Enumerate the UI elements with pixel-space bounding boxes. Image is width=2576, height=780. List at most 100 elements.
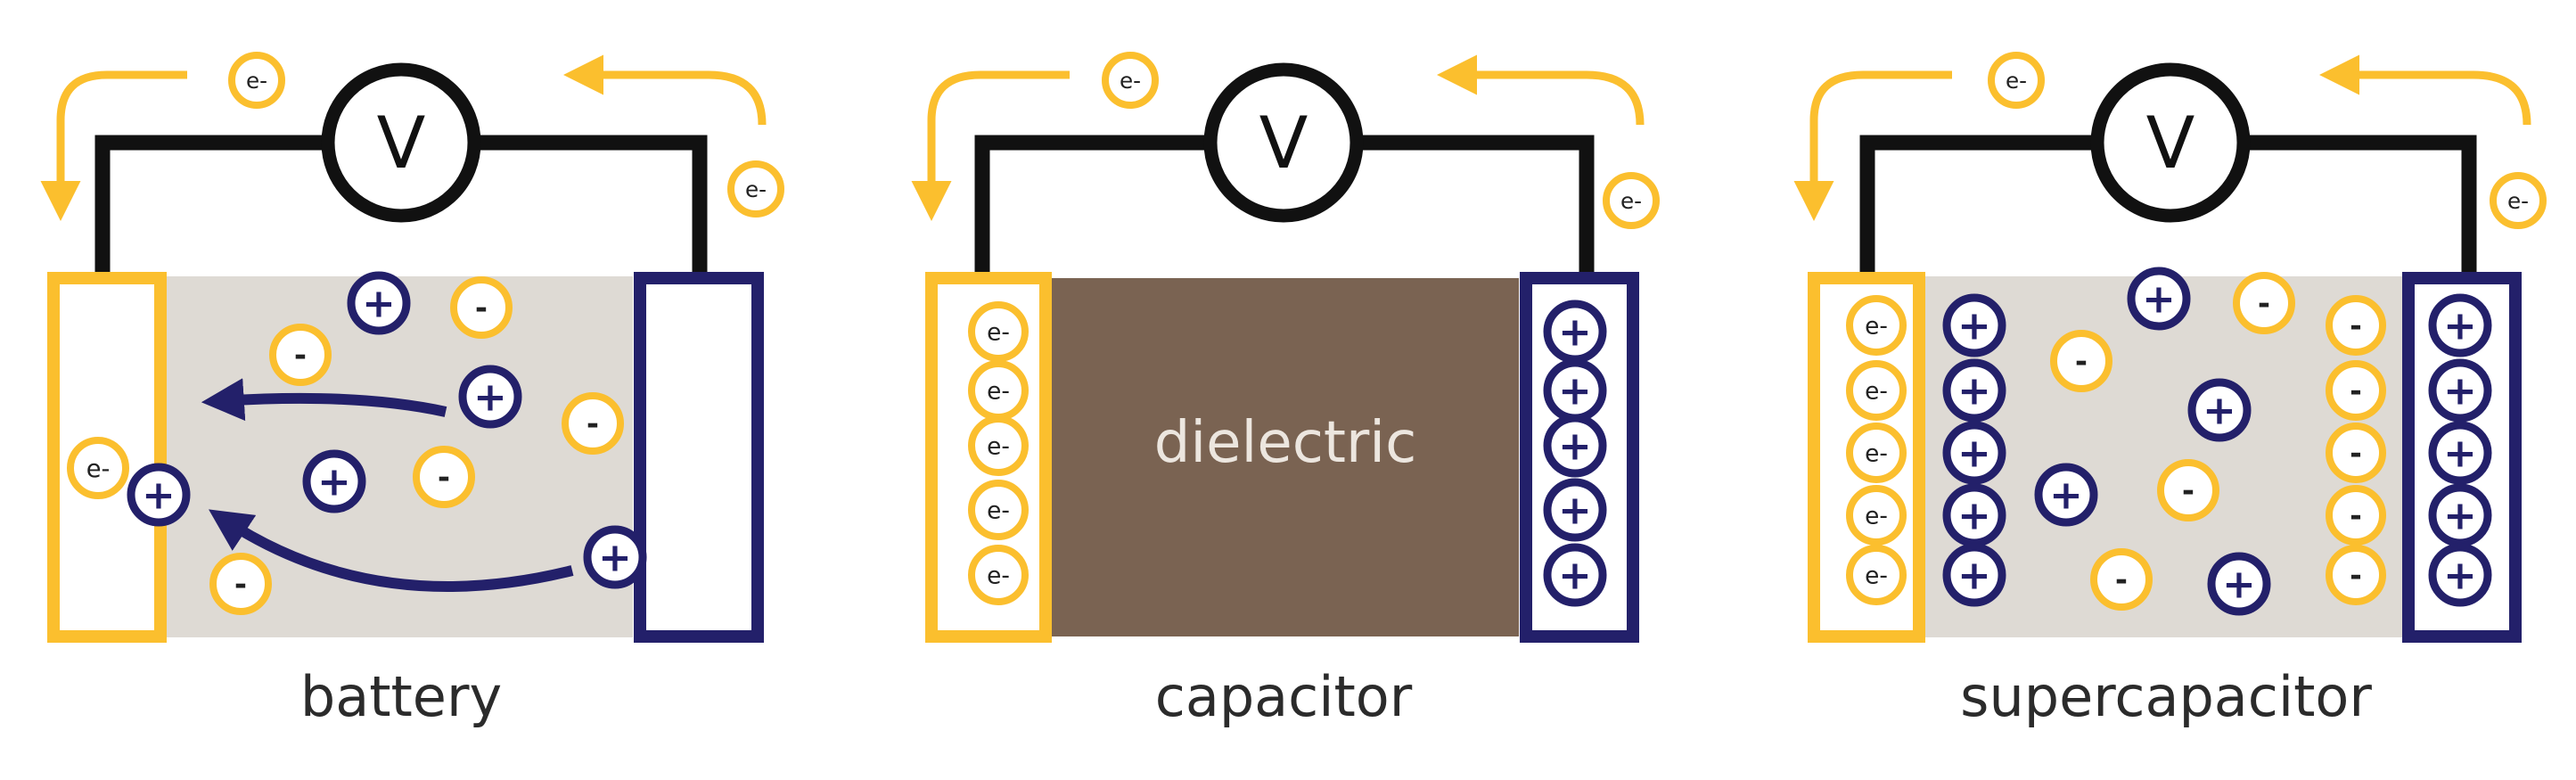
svg-text:-: - <box>2350 308 2362 342</box>
anion: - <box>269 324 332 386</box>
electrode-cation: + <box>2428 483 2492 547</box>
cation: + <box>2034 463 2098 527</box>
battery-voltmeter <box>321 62 481 223</box>
battery-particles: +--+-e-++--+ <box>67 271 647 615</box>
plate-electron: e- <box>968 545 1029 605</box>
plate-electron: e- <box>968 480 1029 540</box>
electrode-electron: e- <box>1846 545 1907 605</box>
circuit-electron: e- <box>228 52 285 109</box>
svg-text:e-: e- <box>2006 68 2027 94</box>
svg-text:-: - <box>2258 286 2270 322</box>
capacitor-panel: V dielectric e- + e- + e- + e- + e- + <box>911 54 1645 643</box>
svg-text:e-: e- <box>2507 188 2529 214</box>
capacitor-electron-flow-arrow-left <box>911 70 1070 221</box>
cation: + <box>347 271 411 335</box>
dielectric-label: dielectric <box>1154 410 1417 476</box>
anion: - <box>2157 459 2219 521</box>
adsorbed-cation: + <box>1942 293 2006 357</box>
svg-text:+: + <box>2443 430 2477 477</box>
svg-text:+: + <box>1558 308 1592 356</box>
svg-text:-: - <box>438 460 450 496</box>
capacitor-particles: e- + e- + e- + e- + e- + <box>968 300 1607 607</box>
supercapacitor-voltmeter <box>2090 62 2251 223</box>
svg-text:+: + <box>598 534 632 581</box>
circuit-electron: e- <box>1988 52 2045 109</box>
svg-text:-: - <box>294 338 307 374</box>
circuit-electron: e- <box>2490 172 2547 229</box>
anion: - <box>209 553 272 615</box>
svg-text:+: + <box>1558 487 1592 534</box>
plate-cation: + <box>1543 414 1607 478</box>
plate-cation: + <box>1543 543 1607 607</box>
battery-electron-flow-arrow-top <box>563 54 767 126</box>
svg-text:+: + <box>362 280 396 327</box>
battery-caption: battery <box>299 664 503 729</box>
electrode-cation: + <box>2428 543 2492 607</box>
capacitor-caption: capacitor <box>1154 664 1413 729</box>
svg-text:+: + <box>2443 367 2477 415</box>
adsorbed-cation: + <box>1942 358 2006 423</box>
svg-text:+: + <box>473 374 507 421</box>
capacitor-voltmeter <box>1203 62 1364 223</box>
svg-text:+: + <box>1957 430 1991 477</box>
svg-text:e-: e- <box>1865 313 1888 341</box>
svg-text:e-: e- <box>987 497 1010 525</box>
plate-electron: e- <box>968 360 1029 421</box>
supercapacitor-voltmeter-label: V <box>2146 102 2195 185</box>
anion: - <box>2090 548 2153 611</box>
adsorbed-cation: + <box>1942 543 2006 607</box>
svg-text:-: - <box>2075 344 2088 380</box>
svg-text:e-: e- <box>745 177 767 202</box>
plate-cation: + <box>1543 358 1607 423</box>
svg-text:+: + <box>2443 552 2477 599</box>
anion: - <box>450 276 513 339</box>
adsorbed-cation: + <box>1942 421 2006 485</box>
cation: + <box>2127 267 2191 331</box>
svg-text:+: + <box>1957 552 1991 599</box>
adsorbed-anion: - <box>2326 360 2386 421</box>
supercapacitor-electron-flow-arrow-left <box>1793 70 1952 221</box>
svg-text:e-: e- <box>1865 562 1888 590</box>
svg-text:e-: e- <box>246 68 267 94</box>
battery-voltmeter-label: V <box>377 102 426 185</box>
svg-text:e-: e- <box>1865 378 1888 406</box>
anion: - <box>2050 330 2112 392</box>
adsorbed-anion: - <box>2326 295 2386 356</box>
svg-text:-: - <box>2182 473 2195 509</box>
svg-text:-: - <box>2350 497 2362 532</box>
svg-text:+: + <box>1558 367 1592 415</box>
capacitor-voltmeter-label: V <box>1259 102 1309 185</box>
svg-text:+: + <box>1558 423 1592 470</box>
svg-text:e-: e- <box>987 319 1010 347</box>
plate-electron: e- <box>968 301 1029 362</box>
adsorbed-anion: - <box>2326 545 2386 605</box>
svg-text:+: + <box>142 472 176 519</box>
adsorbed-cation: + <box>1942 483 2006 547</box>
cation: + <box>2187 378 2252 442</box>
anion: - <box>413 446 475 508</box>
svg-text:+: + <box>2222 561 2256 608</box>
svg-text:e-: e- <box>1120 68 1141 94</box>
svg-text:-: - <box>2350 557 2362 592</box>
cation: + <box>127 463 191 527</box>
circuit-electrons: e-e-e-e-e-e- <box>228 52 2547 229</box>
electrode-electron: e- <box>1846 423 1907 483</box>
svg-text:+: + <box>317 458 351 505</box>
cation: + <box>302 449 366 513</box>
svg-text:+: + <box>1957 302 1991 349</box>
svg-text:+: + <box>1558 552 1592 599</box>
svg-text:+: + <box>2443 492 2477 539</box>
circuit-electron: e- <box>1603 172 1660 229</box>
anion: - <box>2233 272 2295 334</box>
electrode-cation: + <box>2428 358 2492 423</box>
svg-text:-: - <box>2350 435 2362 470</box>
svg-text:e-: e- <box>987 378 1010 406</box>
battery-cathode <box>634 272 764 643</box>
anion: - <box>562 392 624 455</box>
svg-text:+: + <box>2203 387 2236 434</box>
plate-cation: + <box>1543 478 1607 542</box>
plate-electron: e- <box>968 415 1029 476</box>
svg-text:-: - <box>234 567 247 603</box>
adsorbed-anion: - <box>2326 485 2386 546</box>
